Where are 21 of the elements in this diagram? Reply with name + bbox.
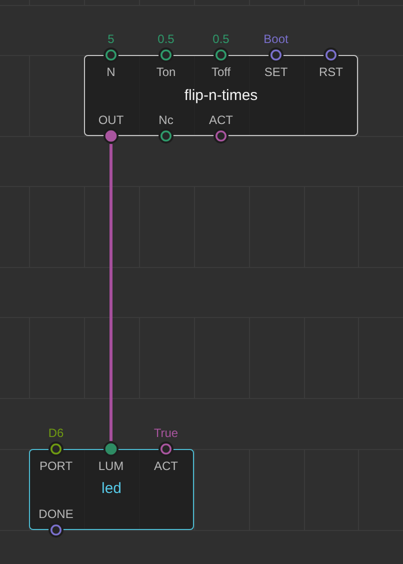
pin-label: PORT [39,458,73,474]
node-title: led [101,480,122,497]
pin-value: Boot [264,31,288,47]
pin-value: True [154,425,178,441]
pin-label: SET [264,64,288,80]
pin-value: 0.5 [158,31,174,47]
pin-value: 5 [108,31,114,47]
pin-label: Ton [156,64,176,80]
pin-label: Nc [158,112,174,128]
pin-value: 0.5 [212,31,230,47]
pin-label: N [106,64,116,80]
pin-label: Toff [211,64,231,80]
pin-value: D6 [48,425,64,441]
pin-label: ACT [209,112,233,128]
pin-label: DONE [38,506,74,522]
pin-label: LUM [98,458,124,474]
link-line [110,144,112,441]
pin-label: RST [319,64,343,80]
node-title: flip-n-times [184,87,258,104]
pin-label: OUT [98,112,124,128]
pin-label: ACT [154,458,178,474]
